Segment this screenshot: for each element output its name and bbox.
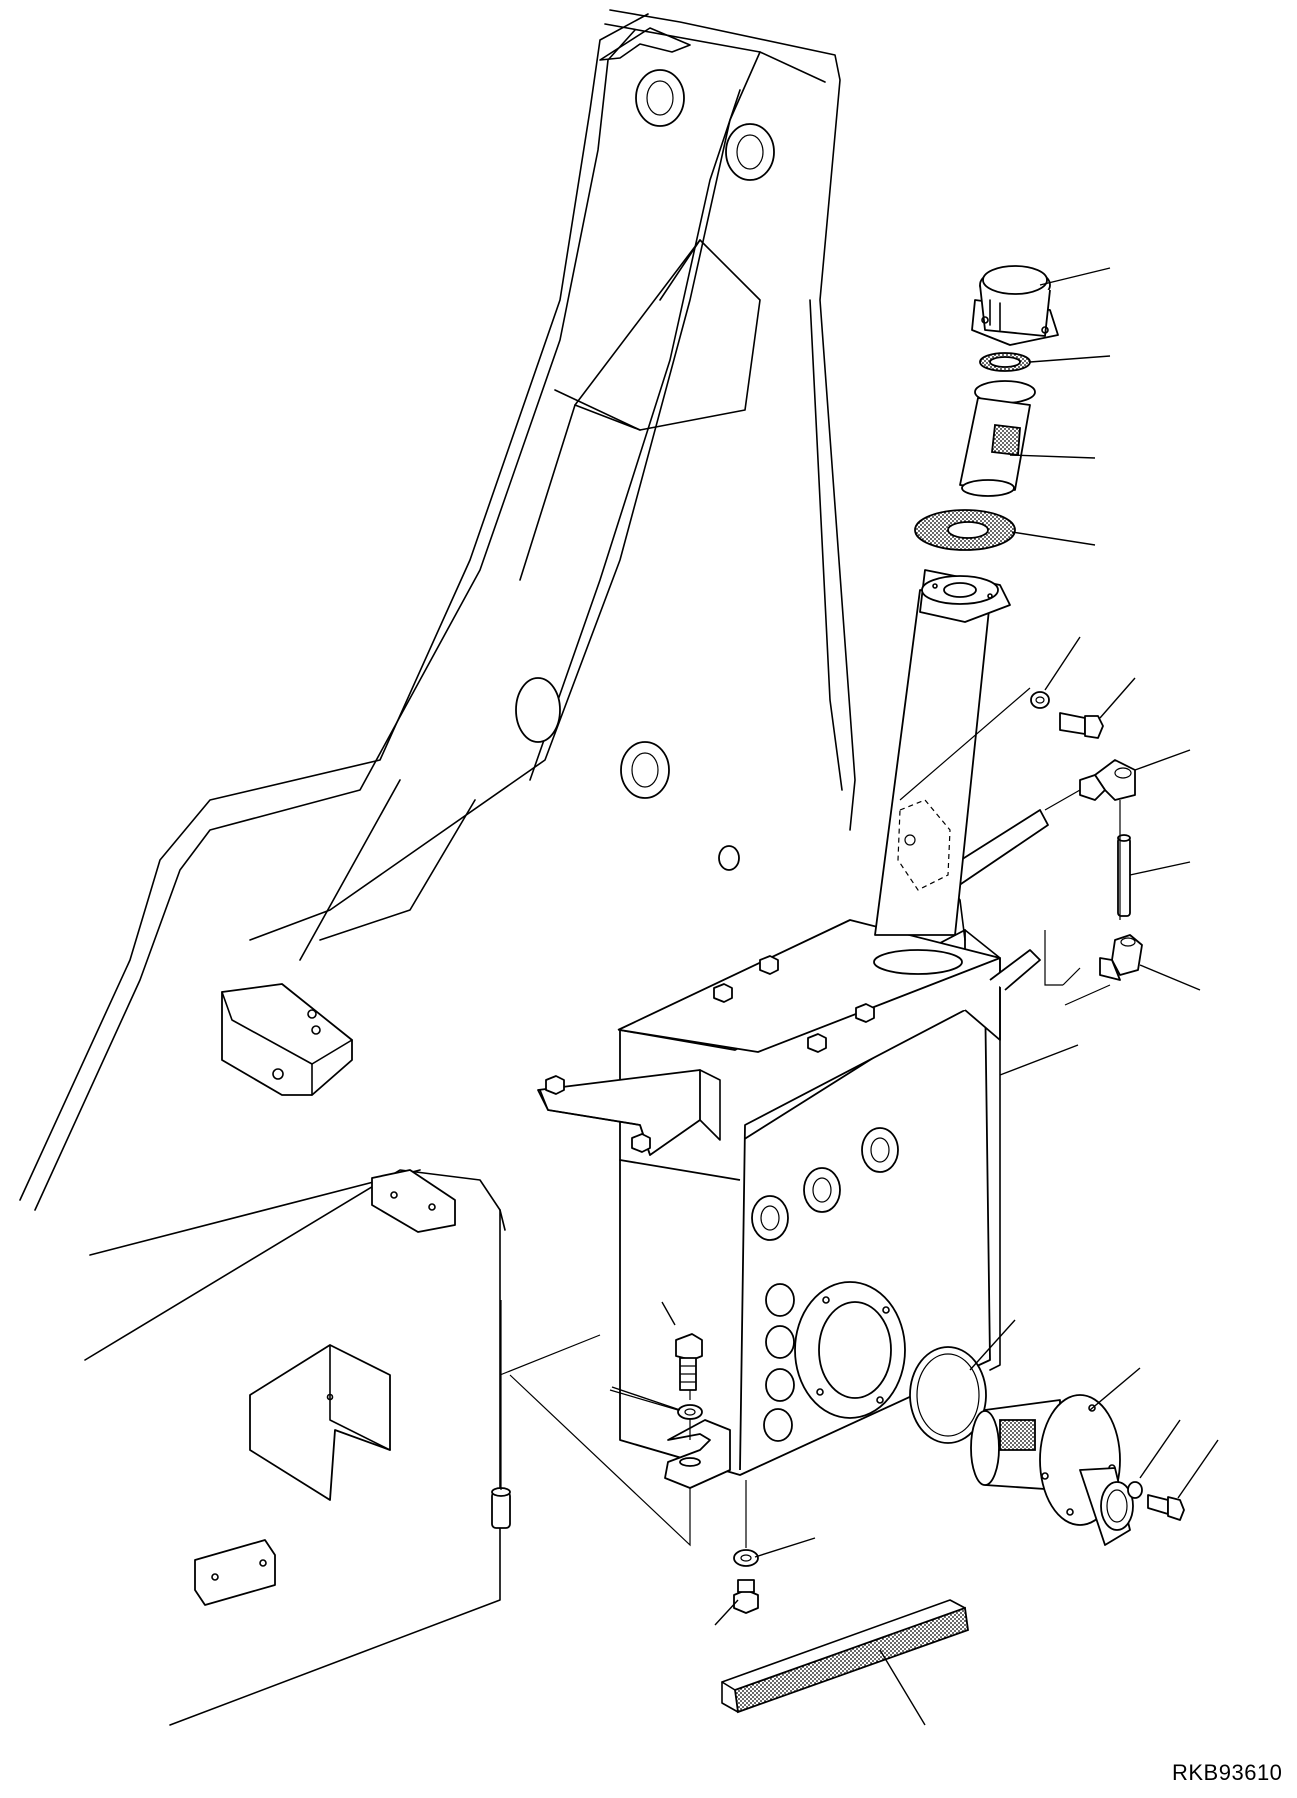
o-ring [909, 1346, 987, 1444]
counterweight-frame [84, 1169, 691, 1726]
hydraulic-tank [537, 809, 1049, 1476]
filler-cap [971, 265, 1059, 346]
washer [1030, 691, 1050, 709]
elbow-upper [1079, 759, 1136, 801]
port-boss [861, 1127, 899, 1173]
top-nut [759, 955, 779, 975]
port-boss [765, 1368, 795, 1402]
suction-strainer [970, 1394, 1134, 1546]
packing-ring [979, 352, 1031, 372]
leader-lines [611, 267, 1219, 1726]
top-nut [545, 1075, 565, 1095]
drain-plug [733, 1579, 759, 1614]
mount-bracket [664, 1419, 731, 1489]
drawing-code-label: RKB93610 [1172, 1760, 1283, 1785]
top-nut [807, 1033, 827, 1053]
port-boss [751, 1195, 789, 1241]
port-boss [765, 1325, 795, 1359]
drain-washer [733, 1549, 759, 1567]
filler-pipe [873, 569, 1011, 975]
port-boss [803, 1167, 841, 1213]
top-nut [631, 1133, 651, 1153]
top-nut [713, 983, 733, 1003]
mount-bolt [675, 1333, 703, 1391]
boom-frame [19, 9, 856, 1211]
washer [1127, 1481, 1143, 1499]
breather-hose [1117, 834, 1131, 917]
strainer [959, 380, 1036, 497]
port-boss [763, 1408, 793, 1442]
elbow-lower [1099, 934, 1143, 981]
bolt [1059, 712, 1104, 739]
filler-gasket [914, 509, 1016, 551]
bolt [1147, 1494, 1185, 1521]
mount-washer [677, 1404, 703, 1420]
cushion-pad [721, 1599, 969, 1714]
port-boss [765, 1283, 795, 1317]
top-nut [855, 1003, 875, 1023]
